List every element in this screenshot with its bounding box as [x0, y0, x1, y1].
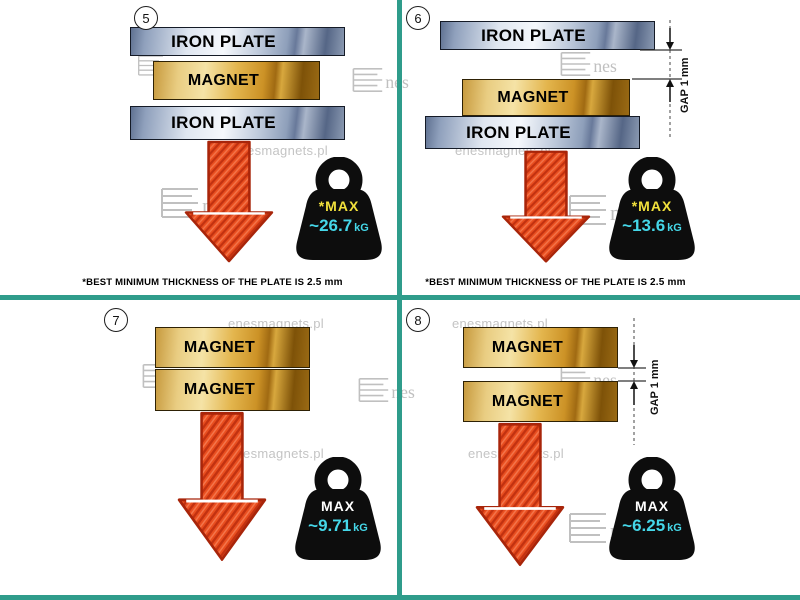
watermark-site: enesmagnets.pl [232, 143, 328, 158]
footnote: *BEST MINIMUM THICKNESS OF THE PLATE IS … [20, 277, 405, 288]
max-label: *MAX [631, 198, 673, 214]
footnote: *BEST MINIMUM THICKNESS OF THE PLATE IS … [408, 277, 703, 288]
value-number: ~9.71 [308, 516, 352, 535]
max-label: MAX [320, 498, 356, 514]
max-label: MAX [634, 498, 670, 514]
force-arrow-icon [475, 422, 565, 567]
quadrant-number-7: 7 [104, 308, 128, 332]
footnote-bold: 2.5 mm [650, 277, 686, 288]
iron-plate-bottom: IRON PLATE [425, 116, 640, 149]
value-number: ~6.25 [622, 516, 666, 535]
kettlebell-weight-icon [296, 157, 382, 260]
value-unit: kG [667, 522, 682, 534]
value-unit: kG [354, 222, 369, 234]
enes-logo-text: nes [391, 382, 415, 402]
iron-plate-top: IRON PLATE [440, 21, 655, 50]
kettlebell-weight-icon [295, 457, 381, 560]
magnet-bar-bottom: MAGNET [463, 381, 618, 422]
magnet-bar-top: MAGNET [155, 327, 310, 368]
quadrant-number-8: 8 [406, 308, 430, 332]
gap-annotation: GAP 1 mm [618, 318, 661, 445]
watermark-site: enesmagnets.pl [228, 446, 324, 461]
footnote-text: *BEST MINIMUM THICKNESS OF THE PLATE IS [82, 277, 308, 288]
horizontal-divider [0, 295, 800, 300]
bottom-border [0, 595, 800, 600]
value-unit: kG [667, 222, 682, 234]
force-arrow-icon [177, 411, 267, 561]
enes-logo-text: nes [593, 56, 617, 76]
force-arrow-icon [501, 150, 591, 263]
enes-logo: nes [560, 52, 617, 76]
iron-plate-bottom: IRON PLATE [130, 106, 345, 140]
vertical-divider [397, 0, 402, 600]
gap-label: GAP 1 mm [679, 57, 691, 113]
magnet-bar-top: MAGNET [463, 327, 618, 368]
iron-plate-top: IRON PLATE [130, 27, 345, 56]
value-unit: kG [353, 522, 368, 534]
enes-logo: nes [358, 378, 415, 402]
gap-label: GAP 1 mm [649, 359, 661, 415]
force-arrow-icon [184, 140, 274, 263]
max-label: *MAX [318, 198, 360, 214]
kettlebell-weight-icon [609, 457, 695, 560]
gap-annotation: GAP 1 mm [632, 20, 691, 138]
magnet-bar-bottom: MAGNET [155, 369, 310, 411]
quadrant-number-6: 6 [406, 6, 430, 30]
magnet-bar: MAGNET [153, 61, 320, 100]
footnote-text: *BEST MINIMUM THICKNESS OF THE PLATE IS [425, 277, 651, 288]
kettlebell-weight-icon [609, 157, 695, 260]
quadrant-number-5: 5 [134, 6, 158, 30]
value-number: ~26.7 [309, 216, 353, 235]
footnote-bold: 2.5 mm [307, 277, 343, 288]
value-number: ~13.6 [622, 216, 666, 235]
enes-logo: nes [352, 68, 409, 92]
magnet-bar: MAGNET [462, 79, 630, 116]
